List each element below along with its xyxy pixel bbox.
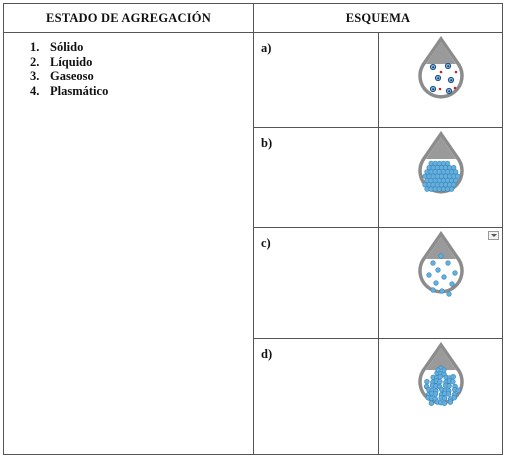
particle-dot [448, 281, 455, 287]
particle-dot [449, 378, 456, 385]
particle-dot [437, 253, 444, 259]
particle-dot [454, 173, 460, 179]
scheme-label-c: c) [253, 227, 379, 339]
liquid-drop-icon [417, 341, 464, 406]
state-name: Gaseoso [50, 69, 94, 83]
states-list-cell: 1.Sólido 2.Líquido 3.Gaseoso 4.Plasmátic… [3, 32, 254, 455]
particle-dot [444, 260, 451, 266]
ion-core [447, 90, 450, 93]
particle-dot [455, 387, 461, 393]
particle-dot [444, 160, 450, 166]
particle-dot [432, 391, 438, 397]
states-list: 1.Sólido 2.Líquido 3.Gaseoso 4.Plasmátic… [30, 40, 253, 98]
particle-dot [445, 383, 452, 389]
droplet-tip [425, 42, 456, 64]
list-item: 4.Plasmático [30, 83, 109, 98]
state-name: Plasmático [50, 83, 109, 98]
state-name: Líquido [50, 54, 93, 69]
particle-dot [425, 272, 432, 278]
particle-dot [448, 186, 454, 192]
droplet-tip [425, 237, 456, 259]
scheme-label-d: d) [253, 338, 379, 455]
particle-dot [445, 391, 451, 397]
particle-dot [428, 400, 434, 406]
particle-dot [437, 374, 443, 380]
electron-dot [439, 70, 442, 74]
electron-dot [438, 87, 441, 91]
particle-dot [447, 399, 453, 405]
particle-dot [449, 374, 456, 380]
particle-dot [450, 164, 456, 171]
header-state: ESTADO DE AGREGACIÓN [3, 3, 254, 33]
particle-dot [440, 274, 447, 280]
particle-dot [429, 287, 436, 293]
scheme-cell-b [378, 127, 503, 228]
particle-dot [445, 291, 452, 297]
ion-core [431, 66, 434, 69]
plasma-drop-icon [417, 35, 464, 99]
particle-dot [429, 260, 436, 266]
dropdown-arrow-icon[interactable] [488, 231, 499, 240]
solid-drop-icon [417, 130, 464, 194]
particle-dot [436, 378, 443, 385]
scheme-cell-a [378, 32, 503, 128]
particle-dot [434, 267, 441, 273]
particle-dot [440, 367, 446, 373]
ion-core [446, 65, 449, 68]
particle-dot [451, 270, 458, 276]
particle-dot [452, 169, 458, 175]
ion-core [449, 79, 452, 82]
particle-dot [441, 400, 447, 406]
electron-dot [453, 86, 456, 90]
particle-dot [434, 367, 440, 373]
list-item: 2.Líquido [30, 54, 93, 69]
droplet-tip [425, 348, 456, 370]
ion-core [436, 77, 439, 80]
ion-core [431, 88, 434, 91]
particle-dot [450, 182, 456, 188]
particle-dot [452, 177, 458, 184]
particle-dot [423, 378, 430, 385]
particle-dot [432, 280, 439, 286]
particle-dot [438, 288, 445, 294]
list-item: 1.Sólido [30, 40, 84, 54]
droplet-tip [425, 137, 456, 159]
scheme-label-b: b) [253, 127, 379, 228]
particle-dot [441, 395, 447, 402]
header-schema: ESQUEMA [253, 3, 503, 33]
electron-dot [454, 70, 457, 74]
states-table: ESTADO DE AGREGACIÓN ESQUEMA 1.Sólido 2.… [3, 3, 503, 455]
gas-drop-icon [417, 230, 464, 297]
scheme-cell-d [378, 338, 503, 455]
particle-dot [450, 395, 457, 401]
scheme-label-a: a) [253, 32, 379, 128]
scheme-cell-c [378, 227, 503, 339]
state-name: Sólido [50, 40, 84, 54]
list-item: 3.Gaseoso [30, 69, 94, 83]
